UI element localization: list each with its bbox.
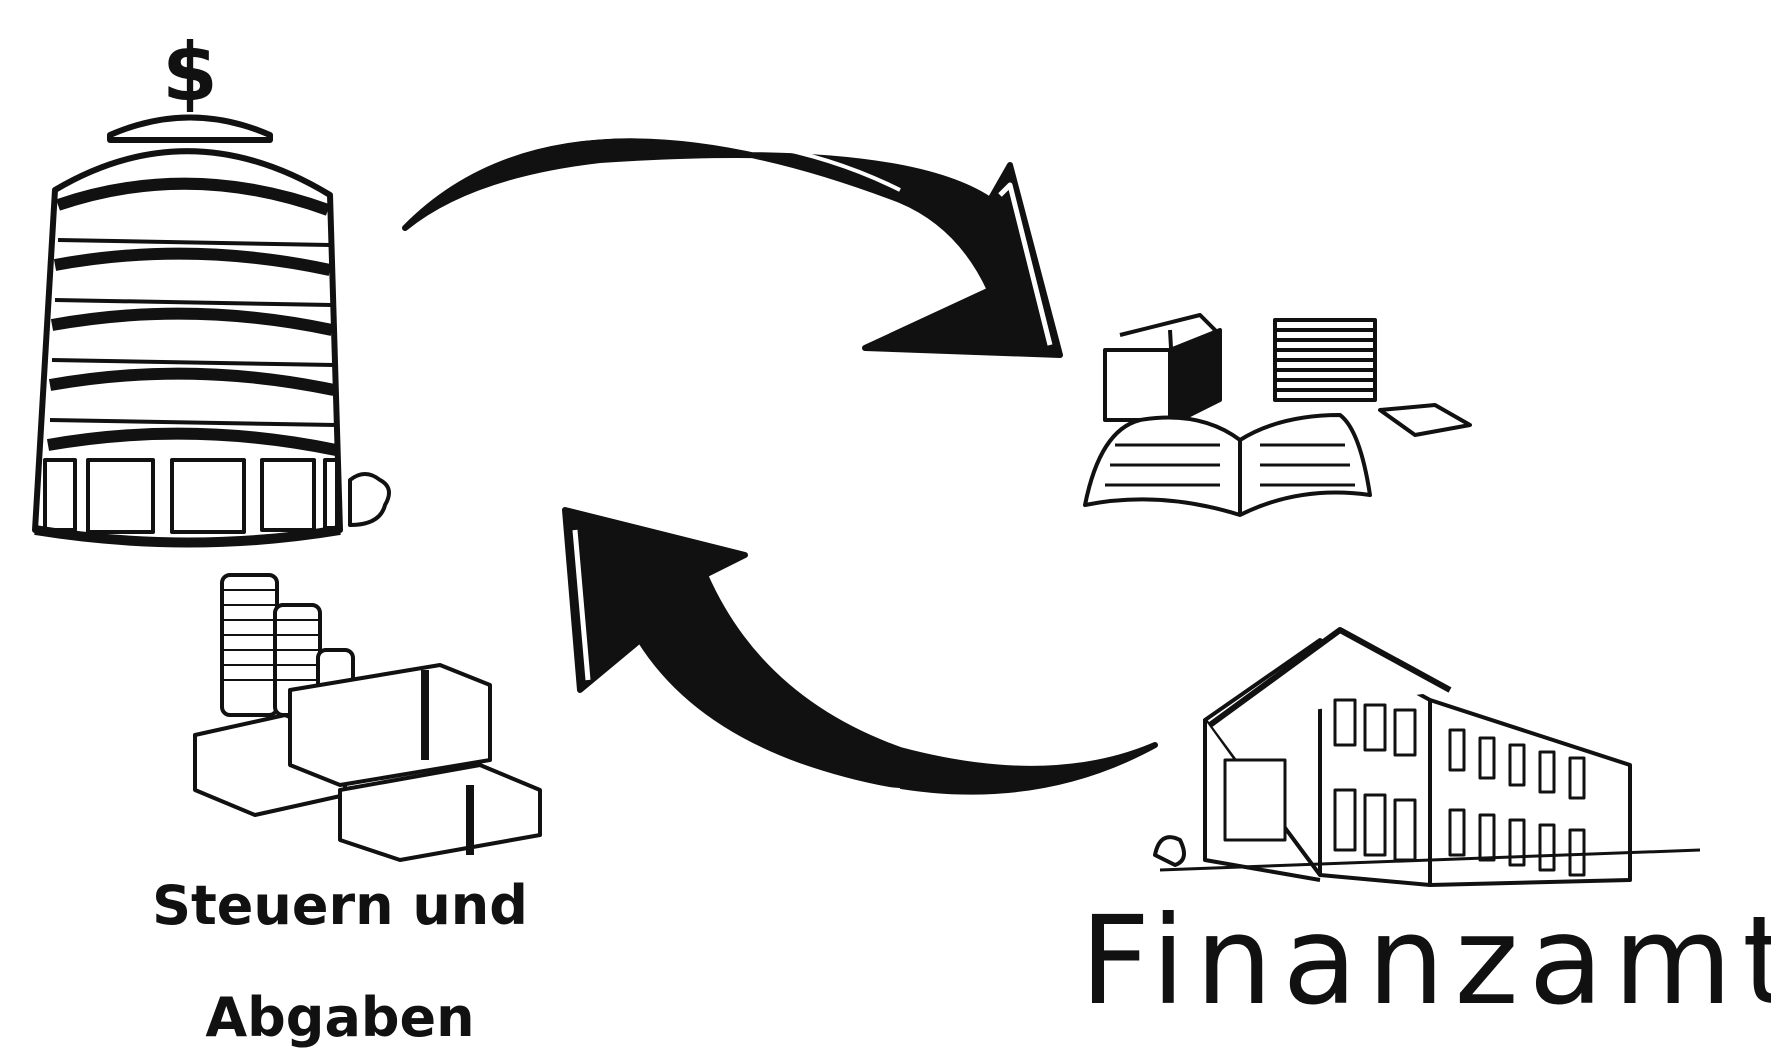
tax-office-building-illustration <box>1153 627 1701 887</box>
company-tower-illustration: $ <box>32 26 391 548</box>
money-stack-illustration <box>193 573 542 862</box>
tax-office-label: Finanzamt <box>1080 890 1771 1032</box>
taxes-label-line1: Steuern und <box>152 874 528 937</box>
taxes-and-levies-label: Steuern und Abgaben <box>140 850 540 1050</box>
taxes-label-line2: Abgaben <box>205 986 475 1049</box>
arrow-to-records <box>402 133 1063 358</box>
arrow-to-company <box>562 507 1158 795</box>
bookkeeping-records-illustration <box>1083 313 1472 517</box>
